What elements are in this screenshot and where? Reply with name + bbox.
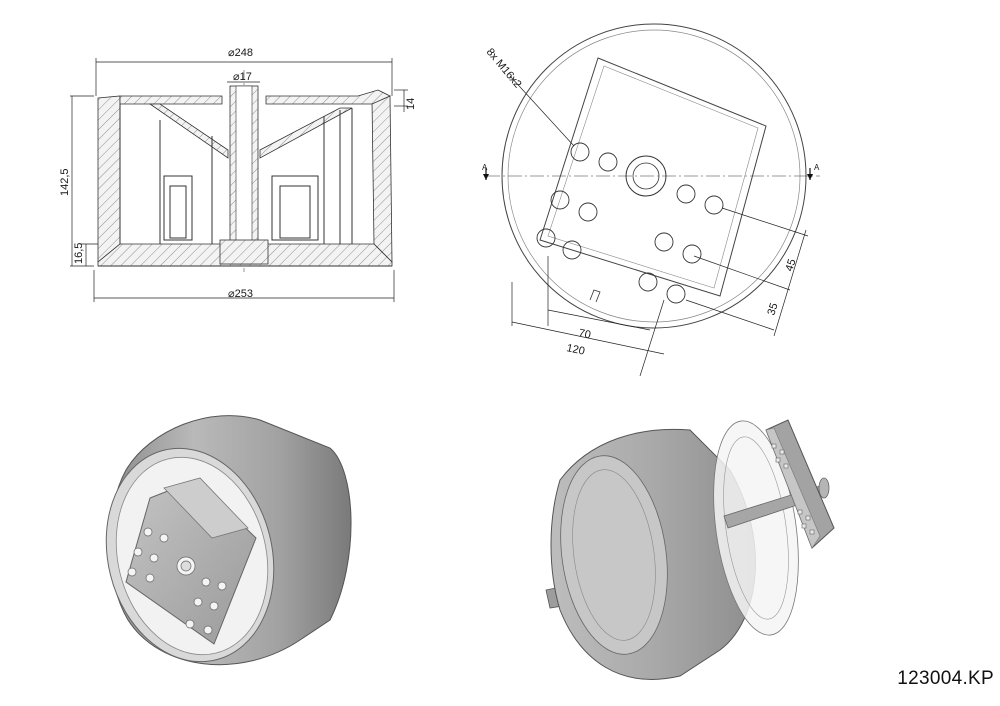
dim-height: 142,5	[59, 168, 71, 196]
inner-blades	[98, 104, 392, 267]
funnel-right	[259, 107, 353, 159]
drawing-code-label: 123004.KP	[897, 668, 994, 689]
funnel-left	[148, 103, 229, 159]
center-bore	[625, 155, 667, 197]
threaded-holes	[536, 142, 724, 304]
top-dim-lines	[511, 207, 809, 377]
dim-base: 16,5	[73, 243, 85, 264]
dim-70: 70	[577, 327, 591, 341]
top-view: A A 8x M16x2	[482, 23, 820, 377]
outer-wall-left	[97, 95, 121, 263]
iso-view-drum-exploded	[545, 419, 835, 680]
dim-120: 120	[565, 342, 585, 358]
thread-note: 8x M16x2	[484, 46, 524, 90]
dim-rim: 14	[405, 98, 417, 110]
section-mark-right: A	[814, 163, 820, 172]
outer-wall-right	[371, 95, 393, 263]
knife-plate-outline	[539, 57, 767, 297]
dim-35: 35	[765, 302, 780, 317]
dim-45: 45	[783, 258, 798, 273]
dim-outer-top: ⌀248	[228, 47, 253, 59]
dim-outer-bottom: ⌀253	[228, 288, 253, 300]
exploded-plate-holes	[771, 443, 815, 535]
top-rim-right	[265, 89, 391, 105]
plate-holes-iso	[127, 527, 227, 635]
hub-block	[219, 239, 269, 265]
top-rim	[119, 95, 223, 105]
section-view: ⌀248 ⌀17 142,5 14 16,5 ⌀253	[59, 47, 417, 302]
section-mark-left: A	[482, 163, 488, 172]
iso-view-drum-assembled	[105, 415, 352, 666]
dimension-lines	[70, 58, 408, 302]
dim-shaft: ⌀17	[233, 71, 252, 83]
